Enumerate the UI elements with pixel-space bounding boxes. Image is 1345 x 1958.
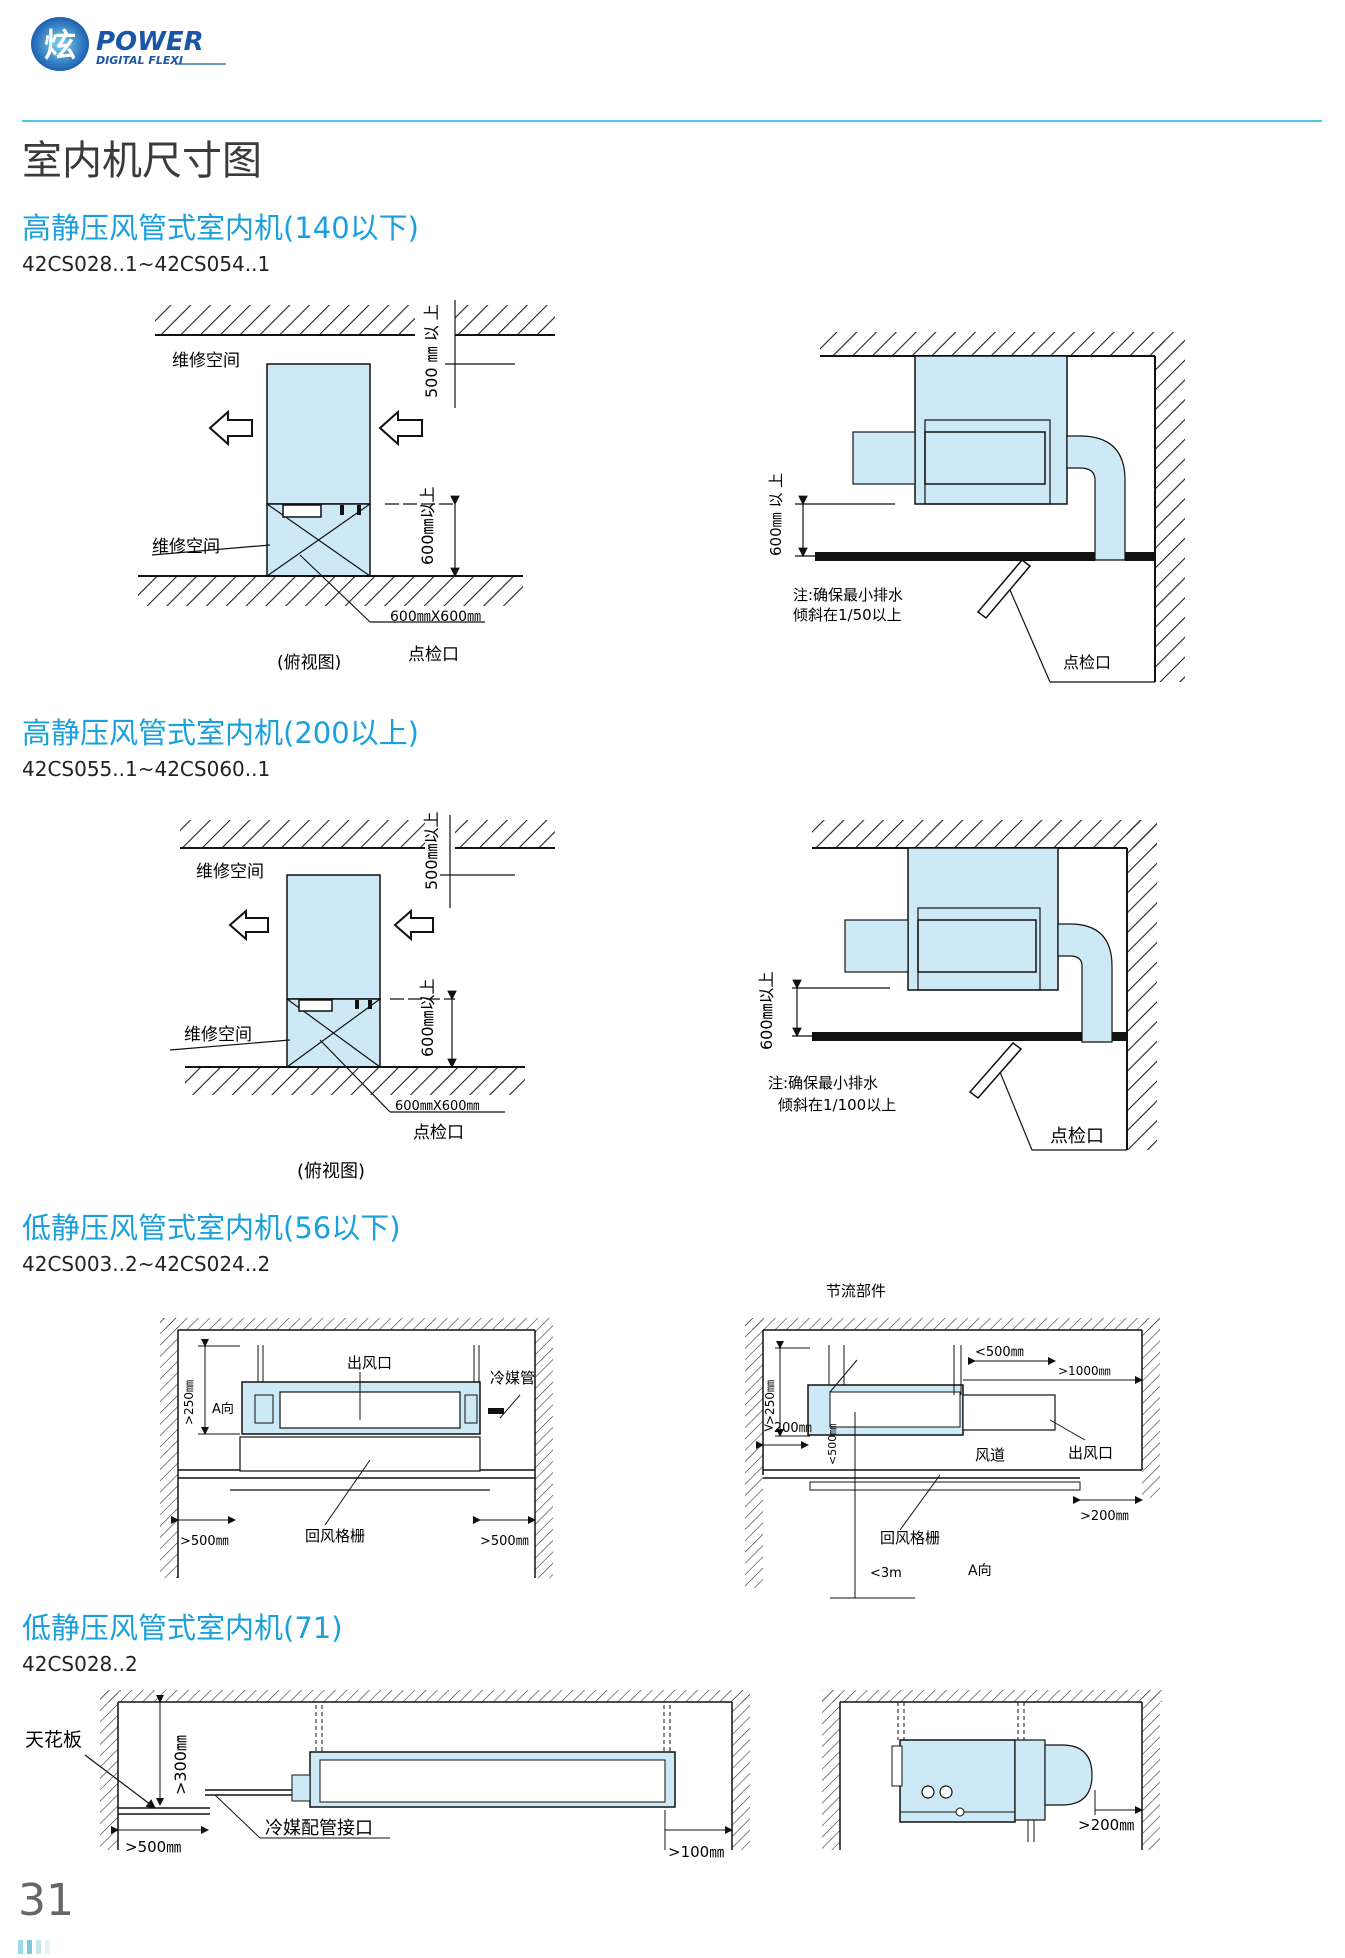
label-refrig-pipe: 冷媒管 <box>490 1369 535 1387</box>
label-inspect-r2: 点检口 <box>1050 1126 1104 1147</box>
section-model-4: 42CS028..2 <box>22 1652 138 1676</box>
label-gt500-4: >500㎜ <box>125 1838 181 1856</box>
diagram-1-top-view: 维修空间 维修空间 500 ㎜ 以 上 600㎜以上 600㎜X600㎜ (俯视… <box>138 300 555 673</box>
label-note1a: 注:确保最小排水 <box>793 586 903 604</box>
diagram-2-side-view: 600㎜以上 注:确保最小排水 倾斜在1/100以上 点检口 <box>757 820 1157 1151</box>
label-refrig-port: 冷媒配管接口 <box>265 1818 373 1839</box>
section-title-1: 高静压风管式室内机(140以下) <box>22 211 419 245</box>
page-number: 31 <box>18 1875 74 1926</box>
label-gt100: >100㎜ <box>668 1843 724 1861</box>
diagram-3-front-view: >250㎜ A向 出风口 冷媒管 >500㎜ >500㎜ 回风格栅 <box>160 1318 553 1578</box>
section-title-2: 高静压风管式室内机(200以上) <box>22 716 419 750</box>
brand-mark: 炫 <box>44 26 76 64</box>
label-throttle: 节流部件 <box>826 1282 886 1300</box>
diagram-4-front-view: 天花板 >300㎜ >500㎜ 冷媒配管接口 >100㎜ <box>25 1690 750 1861</box>
label-duct: 风道 <box>975 1446 1005 1464</box>
brand-sub: DIGITAL FLEXI <box>96 54 183 67</box>
label-top-view-2: (俯视图) <box>297 1161 365 1182</box>
label-hatch-2: 600㎜X600㎜ <box>395 1099 480 1114</box>
label-maint-top: 维修空间 <box>172 351 240 371</box>
label-maint-top-2: 维修空间 <box>196 862 264 882</box>
section-title-4: 低静压风管式室内机(71) <box>22 1611 343 1645</box>
label-gt250-r: >250㎜ <box>763 1380 777 1425</box>
label-gt1000: >1000㎜ <box>1058 1364 1111 1378</box>
brand-logo: 炫 POWER DIGITAL FLEXI <box>31 17 226 71</box>
label-inspect-r1: 点检口 <box>1063 653 1111 672</box>
diagram-1-side-view: 600㎜ 以 上 注:确保最小排水 倾斜在1/50以上 点检口 <box>767 332 1185 683</box>
label-dim-600-2: 600㎜以上 <box>418 978 437 1057</box>
page-title: 室内机尺寸图 <box>22 138 262 184</box>
label-note2b: 倾斜在1/100以上 <box>778 1096 896 1114</box>
label-dir-a: A向 <box>212 1401 234 1417</box>
label-outlet: 出风口 <box>347 1354 392 1372</box>
label-dim-600-r1: 600㎜ 以 上 <box>767 473 785 556</box>
label-gt250-l: >250㎜ <box>182 1380 196 1425</box>
footer-bars <box>18 1940 50 1954</box>
label-note1b: 倾斜在1/50以上 <box>793 606 902 624</box>
label-gt200-4: >200㎜ <box>1078 1816 1134 1834</box>
section-model-2: 42CS055..1~42CS060..1 <box>22 757 271 781</box>
label-dim-600: 600㎜以上 <box>418 486 437 565</box>
label-lt500: <500㎜ <box>975 1345 1024 1360</box>
section-model-1: 42CS028..1~42CS054..1 <box>22 252 271 276</box>
label-gt200-a: >200㎜ <box>763 1421 812 1436</box>
label-dim-500: 500 ㎜ 以 上 <box>422 304 441 398</box>
label-lt3m: <3m <box>870 1566 902 1581</box>
label-dim-500-2: 500㎜以上 <box>422 811 441 890</box>
brand-name: POWER <box>96 27 204 57</box>
label-dir-a-r: A向 <box>968 1563 992 1579</box>
label-gt200-b: >200㎜ <box>1080 1509 1129 1524</box>
label-top-view: (俯视图) <box>277 653 341 673</box>
label-lt500v: <500㎜ <box>826 1424 839 1465</box>
label-dim-600-r2: 600㎜以上 <box>757 971 776 1050</box>
label-ceiling: 天花板 <box>25 1729 82 1751</box>
label-return-grille-r: 回风格栅 <box>880 1529 940 1547</box>
diagram-4-side-view: >200㎜ <box>822 1690 1162 1850</box>
header-rule <box>22 120 1322 122</box>
diagram-2-top-view: 维修空间 维修空间 500㎜以上 600㎜以上 600㎜X600㎜ 点检口 (俯… <box>169 811 555 1182</box>
label-maint-bottom-2: 维修空间 <box>184 1025 252 1045</box>
label-inspect: 点检口 <box>408 645 459 665</box>
label-maint-bottom: 维修空间 <box>152 537 220 557</box>
diagram-3-side-view: 节流部件 >250㎜ <500㎜ >1000㎜ >200㎜ <500㎜ 风道 出… <box>745 1282 1160 1599</box>
section-title-3: 低静压风管式室内机(56以下) <box>22 1211 401 1245</box>
label-return-grille: 回风格栅 <box>305 1527 365 1545</box>
label-outlet-r: 出风口 <box>1068 1444 1113 1462</box>
label-gt300: >300㎜ <box>171 1735 190 1795</box>
section-model-3: 42CS003..2~42CS024..2 <box>22 1252 271 1276</box>
label-gt500-r: >500㎜ <box>480 1534 529 1549</box>
label-inspect-2: 点检口 <box>413 1123 464 1143</box>
label-hatch: 600㎜X600㎜ <box>390 609 481 625</box>
label-note2a: 注:确保最小排水 <box>768 1074 878 1092</box>
label-gt500-l: >500㎜ <box>180 1534 229 1549</box>
